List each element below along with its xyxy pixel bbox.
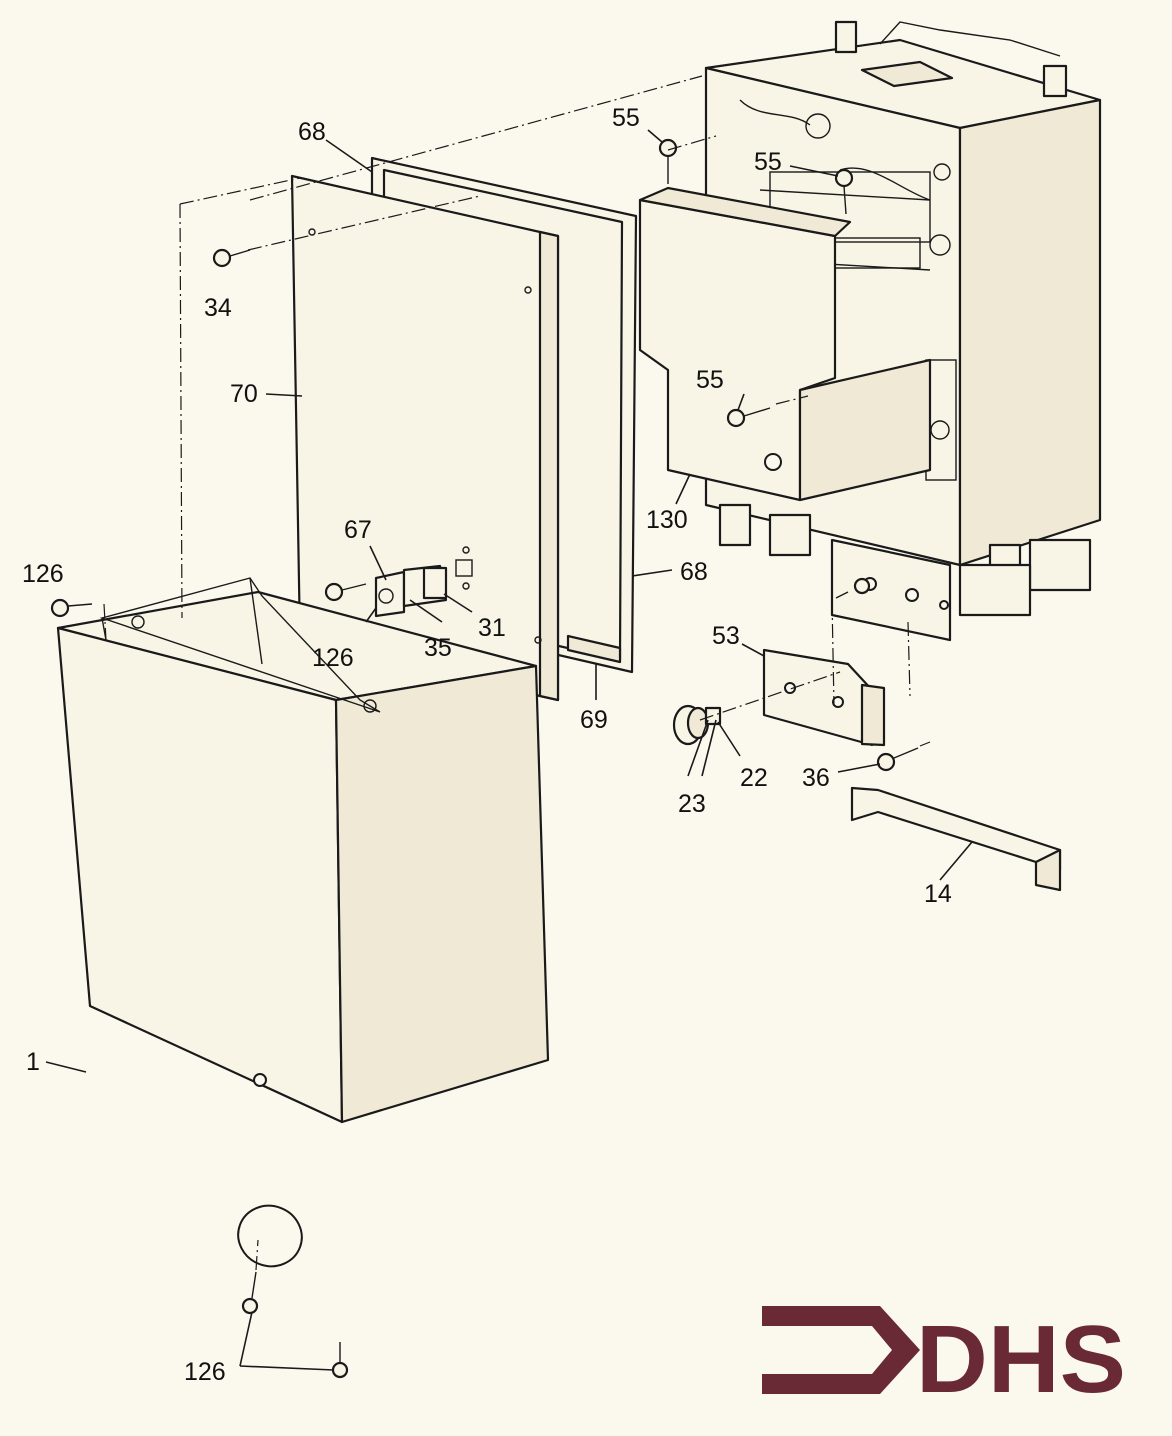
screw-55-low (726, 407, 771, 428)
callout-126-panel: 126 (312, 644, 354, 672)
screw-36 (876, 747, 919, 772)
dhs-logo: DHS (762, 1306, 1126, 1413)
callout-31: 31 (478, 614, 506, 642)
part-69-gasket (566, 634, 622, 664)
callout-69: 69 (580, 706, 608, 734)
screw-126-left (50, 598, 93, 618)
leader-lines (45, 129, 973, 1371)
assembly-axes (103, 75, 931, 1271)
part-23-knob (672, 704, 710, 746)
callout-53: 53 (712, 622, 740, 650)
part-53-panel (762, 648, 886, 747)
callout-70: 70 (230, 380, 258, 408)
callout-14: 14 (924, 880, 952, 908)
callout-55-top: 55 (612, 104, 640, 132)
callout-22: 22 (740, 764, 768, 792)
part-130-control-cover (638, 186, 932, 502)
part-14-bracket (850, 786, 1062, 892)
callout-55-mid: 55 (754, 148, 782, 176)
logo-text: DHS (916, 1306, 1126, 1413)
screw-55-top (658, 138, 678, 184)
callout-labels: 68 55 55 55 34 70 130 67 126 126 68 31 3… (22, 104, 952, 1386)
callout-35: 35 (424, 634, 452, 662)
screw-bracket (835, 577, 871, 599)
switch-assembly (374, 546, 473, 618)
callout-1: 1 (26, 1048, 40, 1076)
part-1-outer-casing (56, 577, 550, 1268)
arrow-icon (762, 1306, 920, 1394)
callout-67: 67 (344, 516, 372, 544)
screw-55-mid (834, 168, 854, 215)
callout-55-low: 55 (696, 366, 724, 394)
callout-36: 36 (802, 764, 830, 792)
screw-126-bottom-b (331, 1342, 349, 1379)
screw-34 (212, 248, 251, 268)
callout-130: 130 (646, 506, 688, 534)
callout-68-right: 68 (680, 558, 708, 586)
callout-23: 23 (678, 790, 706, 818)
screw-126-panel (324, 582, 367, 602)
callout-126-bottom: 126 (184, 1358, 226, 1386)
callout-126-left: 126 (22, 560, 64, 588)
callout-68-top: 68 (298, 118, 326, 146)
callout-34: 34 (204, 294, 232, 322)
screw-126-bottom-a (241, 1271, 259, 1315)
